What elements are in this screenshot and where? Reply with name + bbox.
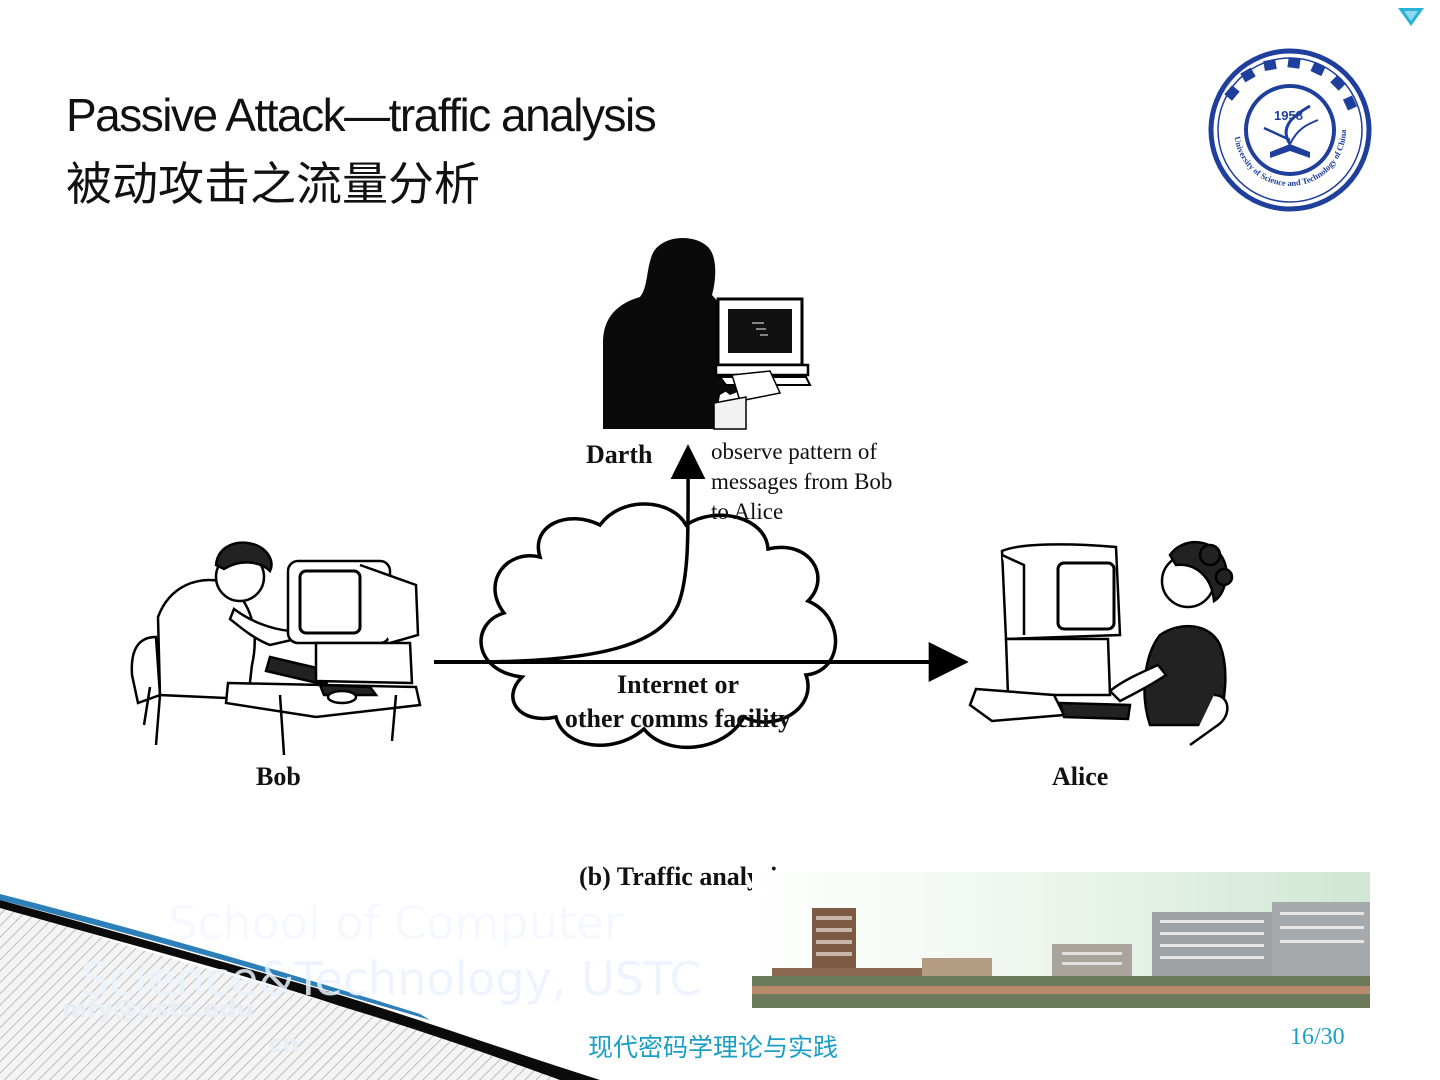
school-name-line1: School of Computer [168,896,623,950]
alice-label: Alice [1052,762,1109,791]
network-label: Internet or other comms facility [564,670,792,733]
alice-figure [968,540,1234,747]
observe-pattern-label: observe pattern of messages from Bob to … [711,439,893,524]
page-number: 16/30 [1290,1024,1345,1050]
slide-title-english: Passive Attack—traffic analysis [66,89,657,141]
logo-year: 1958 [1274,108,1303,123]
school-name-line2: Science&Technology, USTC [80,952,702,1006]
traffic-analysis-diagram [130,237,1234,756]
network-cloud [479,502,838,750]
slide-title-chinese: 被动攻击之流量分析 [66,157,480,211]
darth-label: Darth [586,440,653,469]
email-line2: cn [268,1030,300,1058]
bob-figure [130,541,422,756]
course-title: 现代密码学理论与实践 [588,1033,839,1062]
logo-seal-script-icon [1224,57,1358,111]
darth-computer-icon [713,297,812,430]
observe-arrow [479,444,706,664]
bob-label: Bob [256,762,301,791]
nav-arrow-icon[interactable] [1396,4,1426,30]
footer-stripe-decoration [0,894,600,1080]
campus-photo [752,872,1370,1008]
ustc-logo: University of Science and Technology of … [1208,48,1372,212]
email-line1: mfy@ustc.edu [62,995,254,1023]
